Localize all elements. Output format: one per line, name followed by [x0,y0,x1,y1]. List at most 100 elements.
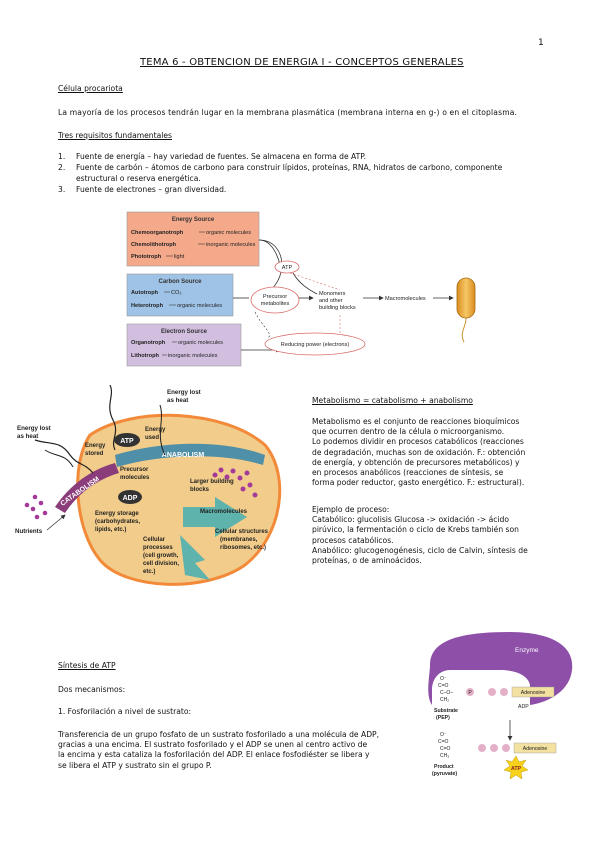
adenosine-label: Adenosine [521,690,546,696]
page-number: 1 [538,38,544,48]
electron-source-title: Electron Source [161,329,208,335]
product-label: (pyruvate) [432,771,457,777]
precursor-label: molecules [120,475,150,481]
list-item-num: 2. [58,163,66,172]
atp-label: ATP [511,766,522,772]
enzyme-shape [428,632,573,705]
energy-stored-label: Energy [85,443,106,449]
monomers-label: building blocks [319,305,356,311]
text-line: gracias a una encima. El sustrato fosfor… [58,740,368,750]
svg-text:CH₃: CH₃ [440,753,449,759]
text-line: Transferencia de un grupo fosfato de un … [58,730,380,739]
metabolism-cell-diagram: ANABOLISM CATABOLISM ATP ADP Energy lost… [15,385,282,586]
page-title: TEMA 6 - OBTENCION DE ENERGIA I - CONCEP… [140,57,464,68]
carbon-desc: organic molecules [177,303,222,309]
svg-text:O⁻: O⁻ [440,732,447,738]
structures-label: ribosomes, etc.) [220,545,266,551]
atp-synthesis-paragraph: Transferencia de un grupo fosfato de un … [58,730,379,771]
energy-storage-label: lipids, etc.) [95,527,126,533]
monomers-label: and other [319,298,343,304]
energy-term: Phototroph [131,254,162,260]
bacterium-icon [456,277,476,319]
anabolism-label: ANABOLISM [162,452,205,459]
cell-body [76,413,282,586]
adenosine-label: Adenosine [523,746,548,752]
energy-term: Chemolithotroph [131,242,177,248]
text-line: forma poder reductor, gasto energético. … [312,478,525,488]
structures-label: (membranes, [220,537,258,543]
text-line: se libera el ATP y sustrato sin el grupo… [58,760,212,770]
list-item-num: 1. [58,152,66,161]
text-line: la encima y esta cataliza la fosforilaci… [58,750,370,760]
text-line: Catabólico: glucolisis Glucosa -> oxidac… [312,515,510,525]
svg-text:C=O: C=O [438,683,449,689]
text-line: pirúvico, la fermentación o ciclo de Kre… [312,525,519,535]
paragraph-procariota: La mayoría de los procesos tendrán lugar… [58,108,518,117]
svg-text:C=O: C=O [440,746,451,752]
energy-source-box [126,211,260,267]
atp-label: ATP [282,265,293,271]
metabolism-definition: Metabolismo es el conjunto de reacciones… [312,417,525,488]
svg-text:C=O: C=O [438,739,449,745]
processes-label: (cell growth, [143,553,179,559]
metabolism-examples: Ejemplo de proceso: Catabólico: glucolis… [312,505,528,566]
processes-label: processes [143,545,173,551]
nutrients-label: Nutrients [15,528,43,535]
section-heading-procariota: Célula procariota [58,84,123,93]
precursor-label: metabolites [261,301,290,307]
substrate-phosphorylation-diagram: Enzyme O⁻C=OC–O–CH₂ P Adenosine ADP Subs… [428,632,573,780]
anabolism-band [115,443,265,467]
energy-stored-label: stored [85,451,104,457]
electron-desc: inorganic molecules [168,353,218,359]
examples-heading: Ejemplo de proceso: [312,505,390,514]
text-line: proteínas, o de aminoácidos. [312,556,422,566]
energy-term: Chemoorganotroph [131,230,184,236]
svg-text:O⁻: O⁻ [440,676,447,682]
adp-label: ADP [123,495,138,502]
larger-blocks-label: Larger building [190,479,234,485]
mechanisms-label: Dos mecanismos: [58,685,126,694]
text-line: Lo podemos dividir en procesos catabólic… [312,437,524,447]
processes-label: cell division, [143,561,179,567]
svg-text:C–O–: C–O– [440,690,453,696]
energy-lost-label: as heat [17,433,38,440]
energy-desc: inorganic molecules [206,242,256,248]
monomers-label: Monomers [319,291,346,297]
text-line: de degradación, muchas son de oxidación.… [312,447,526,457]
macromolecules-label: Macromolecules [385,296,426,302]
energy-lost-label: as heat [167,397,188,404]
text-line: Metabolismo es el conjunto de reacciones… [312,417,520,426]
adp-label: ADP [518,704,529,710]
reducing-power-label: Reducing power (electrons) [281,342,350,348]
processes-label: etc.) [143,569,155,575]
atp-label: ATP [120,438,134,445]
text-line: en procesos anabólicos (reacciones de sí… [312,468,504,478]
substrate-label: (PEP) [436,715,450,721]
svg-text:CH₂: CH₂ [440,697,449,703]
energy-used-label: Energy [145,427,166,433]
energy-desc: organic molecules [206,230,251,236]
section-heading-requisitos: Tres requisitos fundamentales [58,131,172,140]
atp-star-icon [503,755,529,780]
carbon-term: Heterotroph [131,303,164,309]
list-item-num: 3. [58,185,66,194]
carbon-term: Autotroph [131,290,159,296]
energy-desc: light [174,254,185,260]
carbon-desc: CO₂ [171,290,182,296]
energy-storage-label: (carbohydrates, [95,519,140,525]
text-line: de energía, y obtención de precursores m… [312,457,520,467]
list-item: Fuente de carbón – átomos de carbono par… [76,163,503,172]
atp-synthesis-heading: Síntesis de ATP [58,661,116,670]
electron-term: Organotroph [131,340,166,346]
larger-blocks-label: blocks [190,487,210,493]
energy-used-label: used [145,435,159,441]
macromolecules-label: Macromolecules [200,509,248,515]
carbon-source-title: Carbon Source [158,279,202,285]
list-item: Fuente de energía – hay variedad de fuen… [76,152,367,161]
enzyme-label: Enzyme [515,647,539,654]
electron-desc: organic molecules [178,340,223,346]
metabolism-heading: Metabolismo = catabolismo + anabolismo [312,396,473,405]
precursor-label: Precursor [120,467,149,473]
list-item: Fuente de electrones – gran diversidad. [76,185,227,194]
energy-storage-label: Energy storage [95,511,139,517]
